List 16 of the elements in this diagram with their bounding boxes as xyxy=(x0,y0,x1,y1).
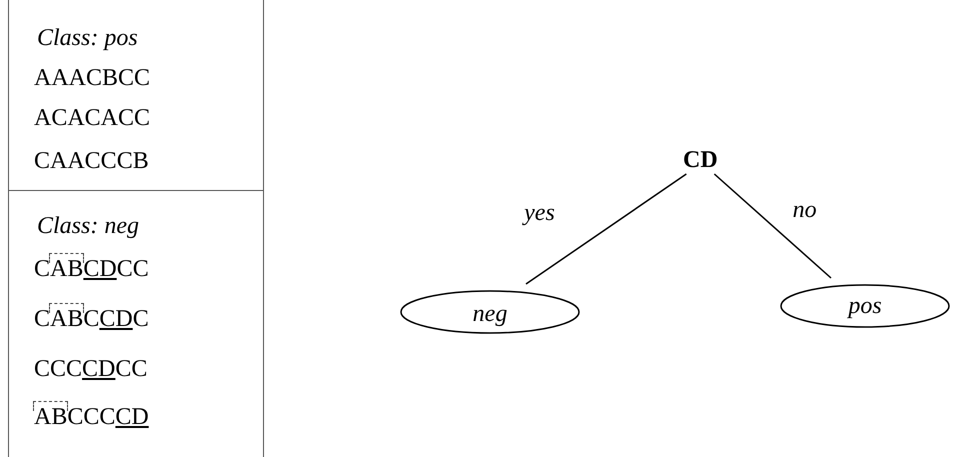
class-heading: Class: pos xyxy=(37,24,138,52)
connector-line xyxy=(526,173,687,285)
class-heading: Class: neg xyxy=(37,212,139,240)
leaf-ellipse: pos xyxy=(780,284,950,328)
sequence-text: CCCCDCC xyxy=(34,355,148,383)
decision-label: CD xyxy=(683,146,718,174)
sequence-text: ABCCCCD xyxy=(34,403,149,431)
table-section xyxy=(8,190,264,457)
sequence-text: AAACBCC xyxy=(34,64,150,92)
leaf-ellipse: neg xyxy=(400,290,580,334)
table-section xyxy=(8,0,264,191)
sequence-text: CAACCCB xyxy=(34,147,149,175)
connector-line xyxy=(714,173,832,279)
sequence-text: CABCDCC xyxy=(34,255,149,283)
sequence-text: ACACACC xyxy=(34,104,150,132)
sequence-text: CABCCDC xyxy=(34,305,149,333)
